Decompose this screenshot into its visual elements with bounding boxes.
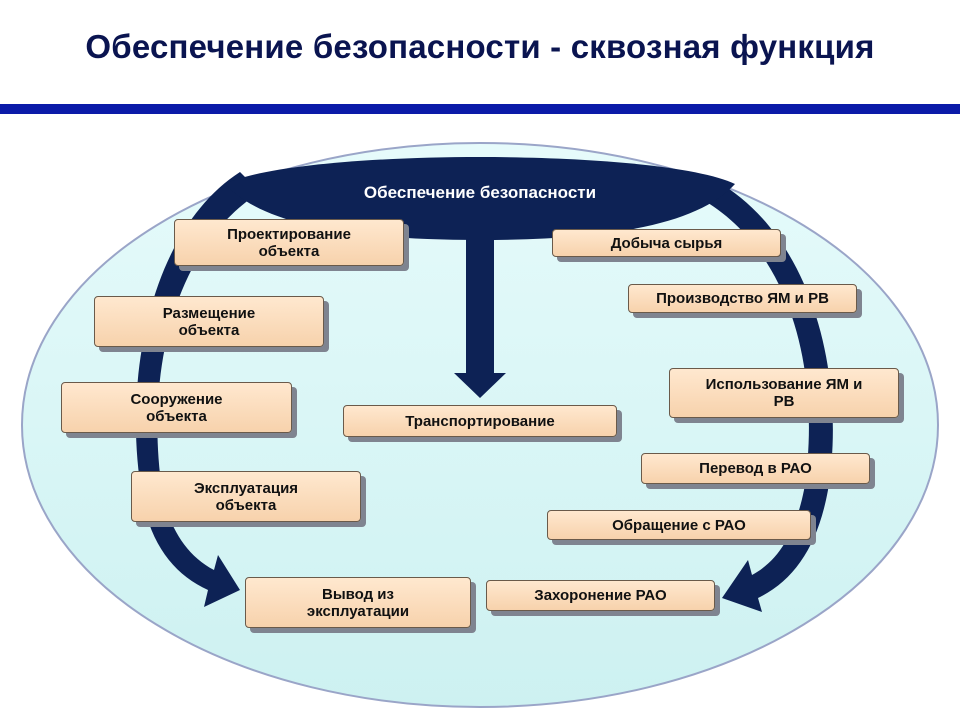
hub-label: Обеспечение безопасности xyxy=(363,183,597,202)
stage-rw-disposal: Захоронение РАО xyxy=(486,580,715,611)
stage-construction: Сооружение объекта xyxy=(61,382,292,433)
stage-rw-management: Обращение с РАО xyxy=(547,510,811,540)
stage-design: Проектирование объекта xyxy=(174,219,404,266)
title-rule xyxy=(0,104,960,114)
stage-transportation: Транспортирование xyxy=(343,405,617,437)
center-down-arrow xyxy=(454,232,506,398)
stage-operation: Эксплуатация объекта xyxy=(131,471,361,522)
stage-siting: Размещение объекта xyxy=(94,296,324,347)
stage-nm-rs-production: Производство ЯМ и РВ xyxy=(628,284,857,313)
left-cycle-arrow xyxy=(135,172,260,607)
stage-raw-material-mining: Добыча сырья xyxy=(552,229,781,257)
stage-decommissioning: Вывод из эксплуатации xyxy=(245,577,471,628)
stage-nm-rs-use: Использование ЯМ и РВ xyxy=(669,368,899,418)
stage-conversion-to-rw: Перевод в РАО xyxy=(641,453,870,484)
page-title: Обеспечение безопасности - сквозная функ… xyxy=(85,28,875,65)
